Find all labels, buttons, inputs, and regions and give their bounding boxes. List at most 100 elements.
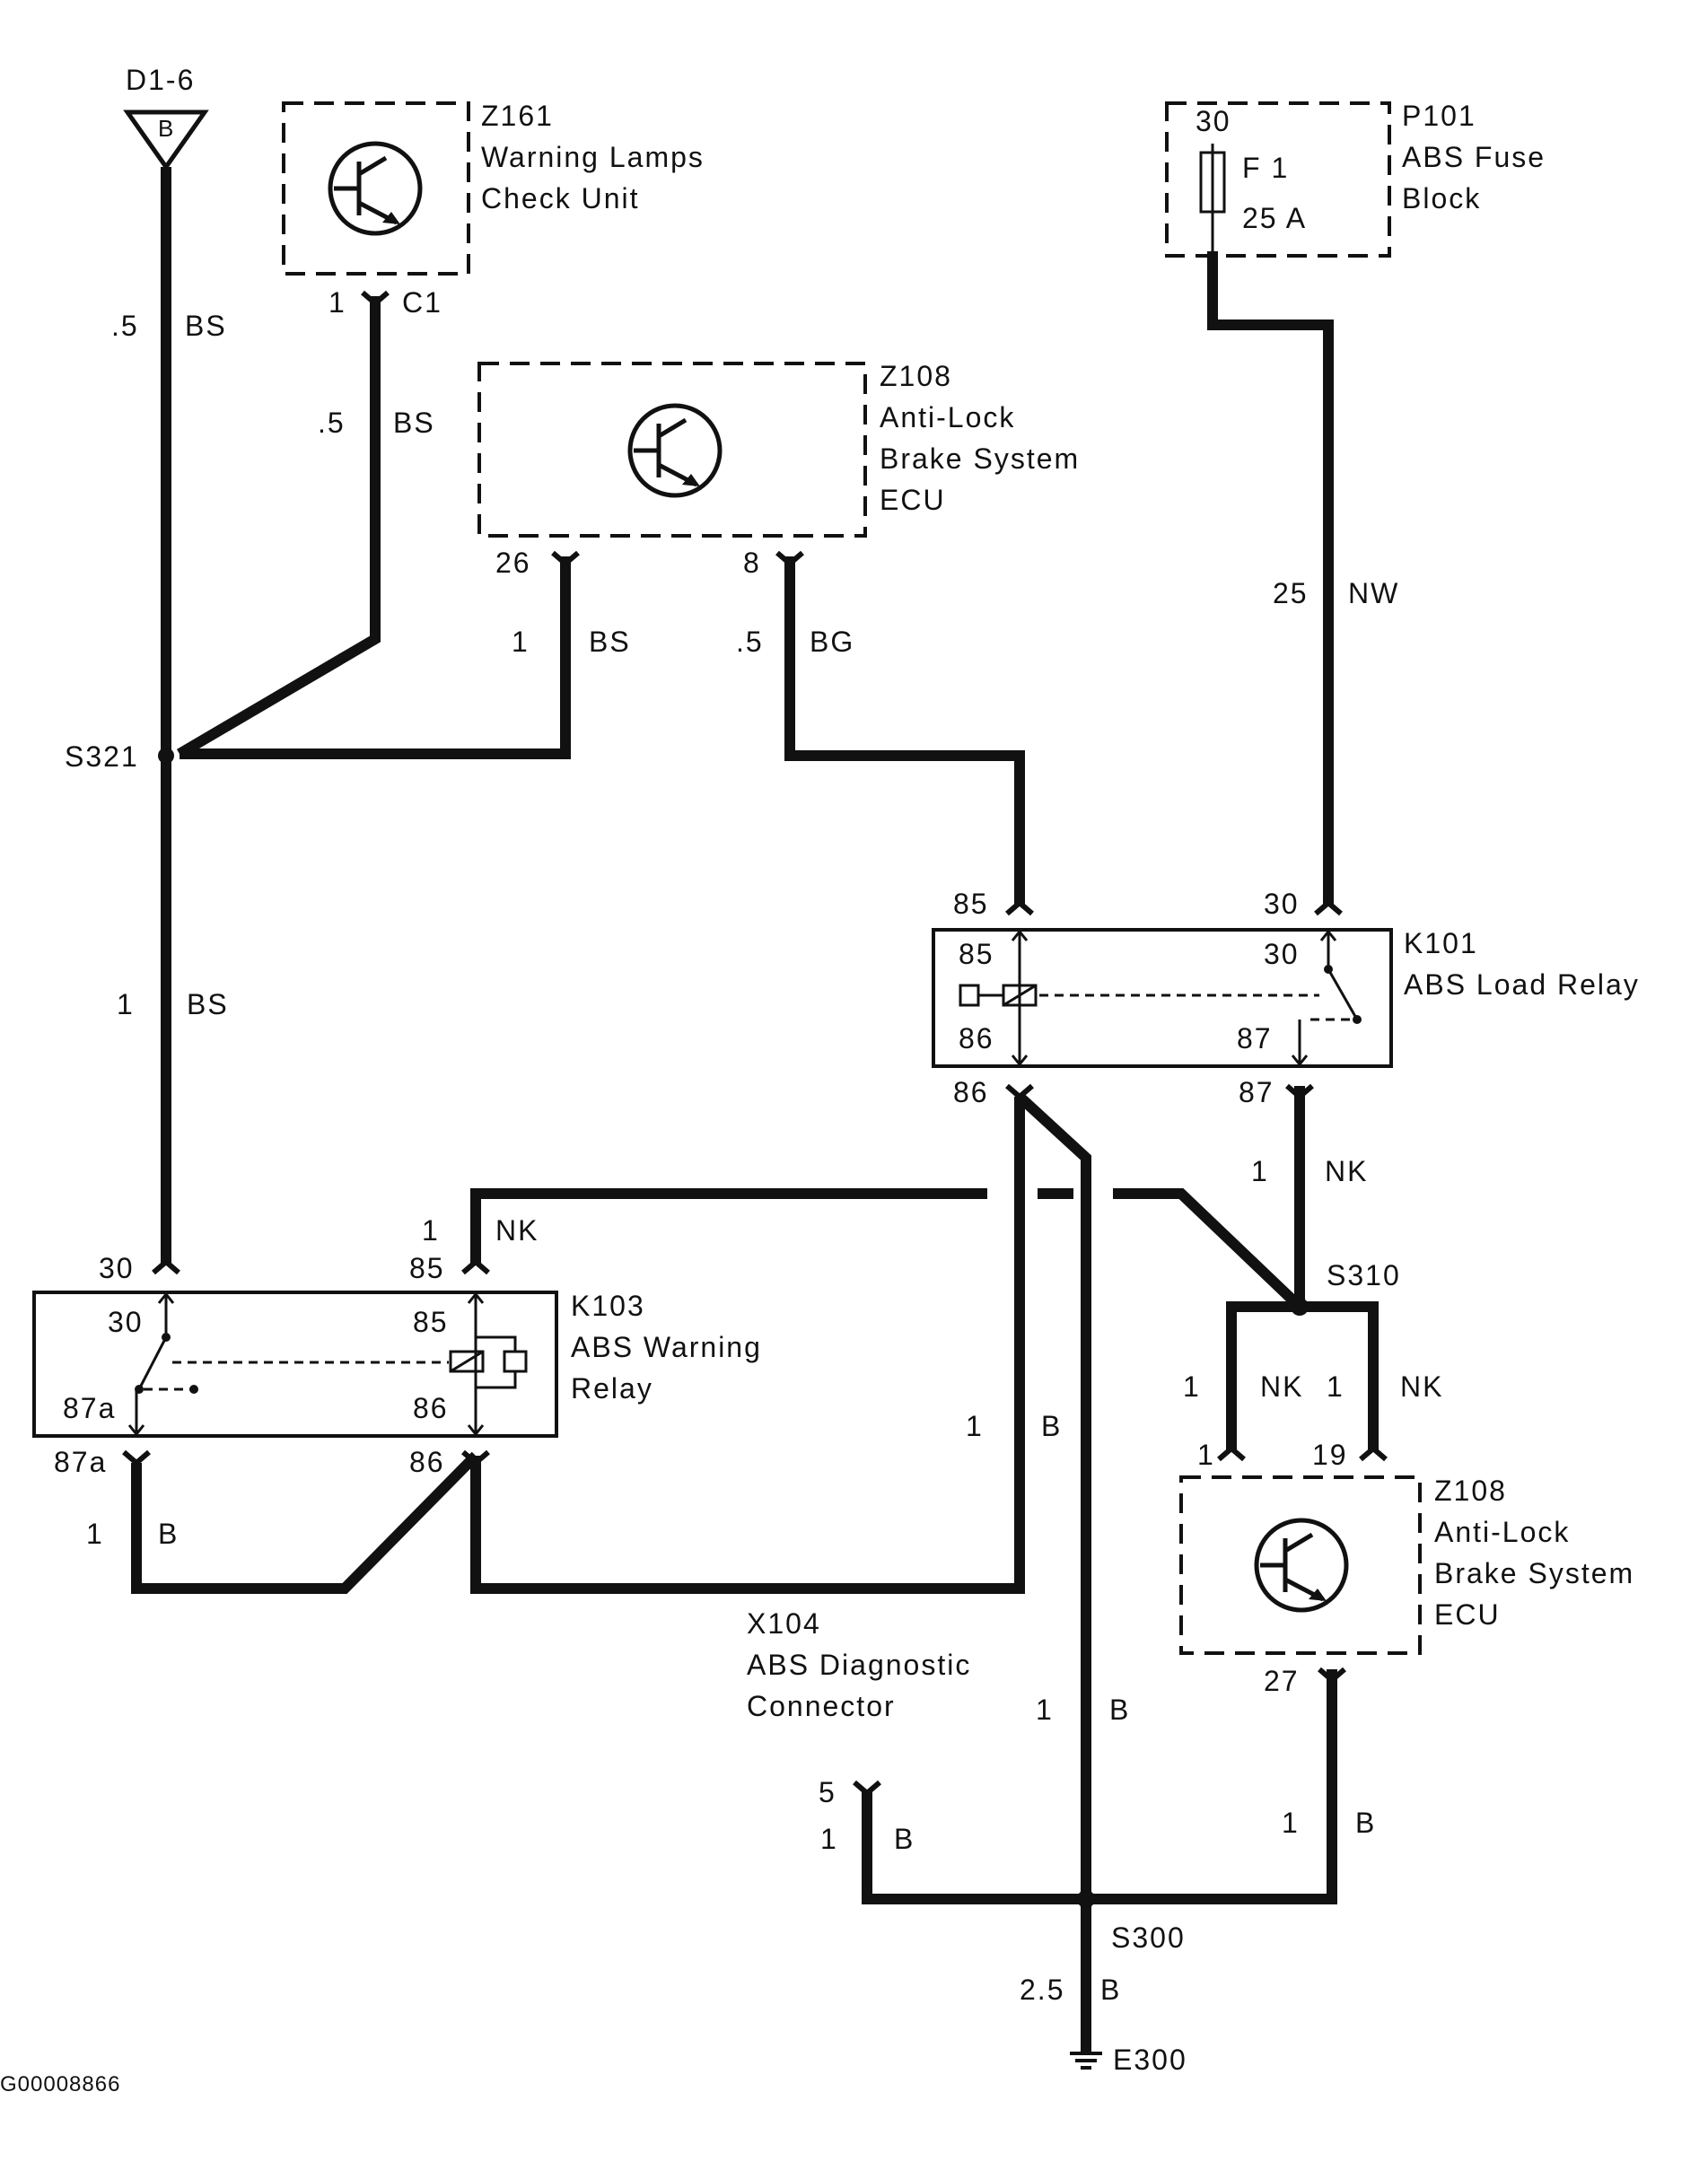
z161-warning-lamps-check-unit: Z161 Warning Lamps Check Unit 1 C1 — [282, 100, 705, 319]
k103-abs-warning-relay: 30 85 30 87a 85 86 87a 86 K103 ABS Warni… — [32, 1252, 760, 1478]
k103-in-30: 30 — [108, 1306, 144, 1338]
fork-z108-1 — [1217, 1445, 1246, 1462]
x104-id: X104 — [747, 1607, 821, 1640]
splice-s310-label: S310 — [1327, 1259, 1401, 1291]
p101-fuse-label: F 1 — [1242, 152, 1289, 184]
z108-bottom-line3: ECU — [1434, 1598, 1501, 1631]
p101-pin-30: 30 — [1196, 105, 1231, 137]
z108-bottom-id: Z108 — [1434, 1475, 1507, 1507]
wire-s310-z108-1 — [1226, 1301, 1300, 1452]
z161-id: Z161 — [481, 100, 554, 132]
z108-bottom-box — [1179, 1475, 1422, 1655]
wire-s321-z108-26 — [180, 556, 571, 759]
wire-x104-s300-z108 — [862, 1669, 1337, 1904]
wire-ground-color: B — [1100, 1974, 1121, 2006]
wire-s310-right-color: NK — [1400, 1370, 1443, 1403]
wire-z108-26-color: BS — [589, 626, 631, 658]
k101-box — [932, 928, 1393, 1068]
k103-id: K103 — [571, 1290, 645, 1322]
z161-line2: Check Unit — [481, 182, 640, 214]
d1-6-triangle-icon — [123, 109, 209, 171]
wire-k86-b-size: 1 — [966, 1410, 984, 1442]
splice-s321-label: S321 — [65, 740, 139, 773]
fork-k101-86 — [1005, 1083, 1034, 1100]
fork-z161-pin1 — [361, 290, 390, 307]
wire-k86-b-color: B — [1041, 1410, 1062, 1442]
wire-x104-color: B — [894, 1823, 915, 1855]
p101-fuse-rating: 25 A — [1242, 202, 1307, 234]
wire-s310-cross — [1113, 1188, 1304, 1311]
x104-pin-5: 5 — [819, 1776, 836, 1808]
wire-k101-86-k103-86 — [470, 1097, 1025, 1594]
k101-switch-contact — [1327, 968, 1359, 1020]
z108-top-pin-26: 26 — [495, 547, 531, 579]
k101-id: K101 — [1404, 927, 1478, 959]
p101-line2: Block — [1402, 182, 1481, 214]
z161-transistor-icon — [328, 141, 423, 236]
k103-ext-85: 85 — [409, 1252, 445, 1284]
p101-box — [1165, 101, 1391, 258]
k101-in-30: 30 — [1264, 938, 1300, 970]
z108-top-pin-8: 8 — [743, 547, 761, 579]
z108-bottom-transistor-icon — [1254, 1518, 1349, 1613]
z108-top-line2: Brake System — [880, 442, 1080, 475]
k101-coil-icon — [959, 984, 1038, 1007]
k103-in-86: 86 — [413, 1392, 449, 1424]
fork-k101-85 — [1005, 899, 1034, 916]
d1-6-label: D1-6 — [126, 64, 195, 96]
fork-k103-86 — [461, 1449, 490, 1466]
connector-forks — [122, 290, 1388, 1797]
wire-k103-85-color: NK — [495, 1214, 539, 1247]
wire-mid-b-color: B — [1109, 1694, 1130, 1726]
splices: S321 S310 S300 — [65, 740, 1401, 1954]
wire-z108-8-color: BG — [810, 626, 854, 658]
p101-id: P101 — [1402, 100, 1476, 132]
k103-ext-87a: 87a — [54, 1446, 107, 1478]
wire-k101-87-size: 1 — [1251, 1155, 1269, 1187]
x104-line2: Connector — [747, 1690, 896, 1722]
z108-bottom-pin-1: 1 — [1197, 1439, 1215, 1471]
z161-box — [282, 101, 470, 276]
splice-s310-dot — [1291, 1298, 1309, 1316]
k103-ext-86: 86 — [409, 1446, 445, 1478]
wire-z161-size: .5 — [318, 407, 346, 439]
z108-top-line3: ECU — [880, 484, 946, 516]
z161-line1: Warning Lamps — [481, 141, 705, 173]
ground-e300-label: E300 — [1113, 2044, 1187, 2076]
fork-k103-85 — [461, 1258, 490, 1275]
z108-top-line1: Anti-Lock — [880, 401, 1015, 433]
wire-fuse-size: 25 — [1273, 577, 1309, 609]
wire-s310-left-color: NK — [1260, 1370, 1303, 1403]
fork-z108-19 — [1359, 1445, 1388, 1462]
k103-box — [32, 1291, 558, 1438]
wire-z108-26-size: 1 — [512, 626, 530, 658]
ground-icon — [1070, 2052, 1102, 2070]
k101-in-86: 86 — [959, 1022, 994, 1055]
wire-z108-8-size: .5 — [736, 626, 764, 658]
k101-in-85: 85 — [959, 938, 994, 970]
wire-k101-86-s300 — [1015, 1092, 1091, 2043]
k103-in-87a: 87a — [63, 1392, 116, 1424]
k101-ext-85: 85 — [953, 888, 989, 920]
wire-s321-k103-size: 1 — [117, 988, 135, 1020]
wire-labels: .5 BS .5 BS 1 BS .5 BG 25 NW 1 BS 1 NK 1… — [86, 310, 1443, 2006]
wire-k103-87a-size: 1 — [86, 1518, 104, 1550]
wire-mid-b-size: 1 — [1036, 1694, 1054, 1726]
wires — [131, 167, 1379, 2043]
splice-s300-label: S300 — [1111, 1921, 1186, 1954]
z108-top-transistor-icon — [627, 403, 723, 498]
wire-s321-k103-color: BS — [187, 988, 229, 1020]
k101-ext-30: 30 — [1264, 888, 1300, 920]
z108-bottom-abs-ecu: 1 19 27 Z108 Anti-Lock Brake System ECU — [1179, 1439, 1633, 1697]
fork-z108-8 — [775, 550, 804, 567]
k101-in-87: 87 — [1237, 1022, 1273, 1055]
fork-z108-26 — [551, 550, 580, 567]
wire-k103-87a-color: B — [158, 1518, 179, 1550]
z108-top-abs-ecu: Z108 Anti-Lock Brake System ECU 26 8 — [477, 360, 1080, 579]
d1-6-pin-label: B — [158, 115, 175, 142]
splice-s321-dot — [158, 748, 174, 764]
x104-abs-diagnostic-connector: X104 ABS Diagnostic Connector 5 — [747, 1607, 971, 1808]
wire-d16-color: BS — [185, 310, 227, 342]
x104-line1: ABS Diagnostic — [747, 1649, 971, 1681]
